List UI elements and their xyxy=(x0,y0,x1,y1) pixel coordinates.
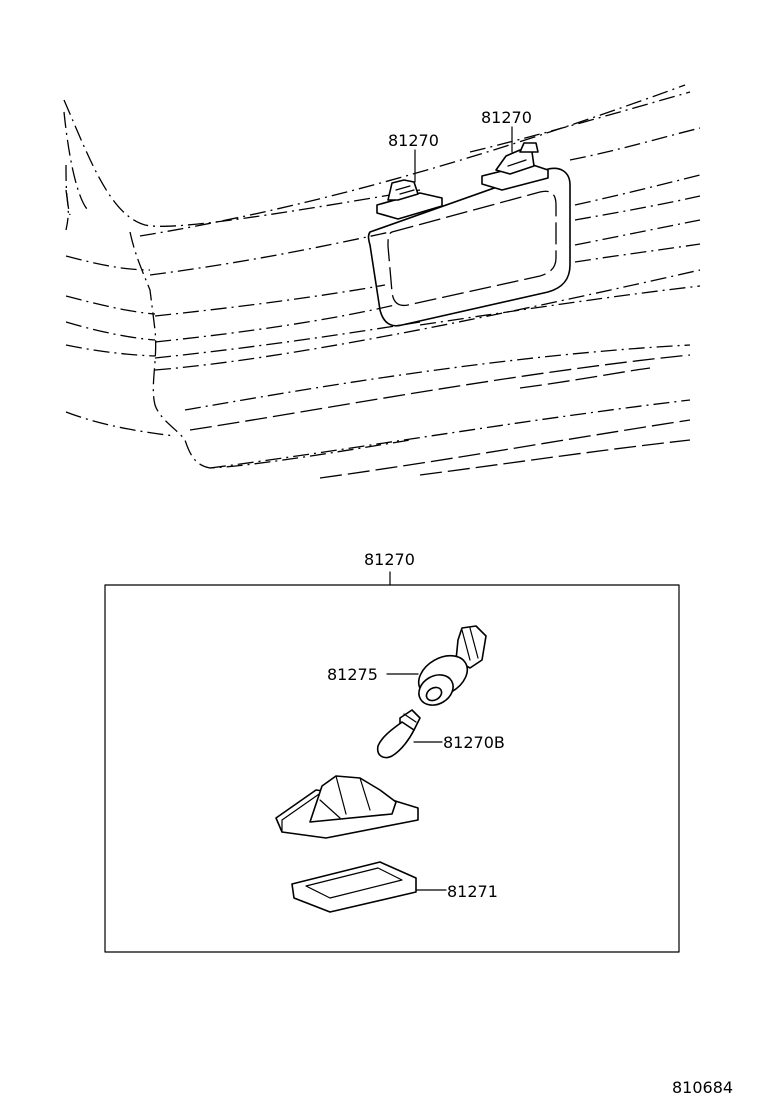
side-trim-line-2 xyxy=(65,295,156,315)
installed-lamp-left-base xyxy=(376,192,443,220)
installed-lamp-right-rib xyxy=(507,159,527,167)
body-side-line xyxy=(63,111,91,213)
lens-window xyxy=(305,867,403,899)
body-line-2b xyxy=(569,127,701,161)
bumper-corner-outline xyxy=(129,231,411,469)
body-line-8 xyxy=(154,304,396,343)
installed-lamp-right xyxy=(481,142,549,191)
socket-hole xyxy=(425,686,443,702)
installed-lamp-left-body xyxy=(387,179,419,201)
side-trim-line-3 xyxy=(65,321,156,341)
body-line-9 xyxy=(154,321,421,359)
body-line-10 xyxy=(154,269,701,371)
housing-dome xyxy=(309,775,397,823)
body-line-6 xyxy=(574,243,701,263)
side-trim-line xyxy=(65,255,151,271)
body-line-1 xyxy=(139,84,686,237)
installed-lamp-left xyxy=(376,179,443,220)
label-bulb: 81270B xyxy=(443,733,505,752)
lens-part xyxy=(291,861,417,913)
body-line-1b xyxy=(469,91,691,153)
body-edge-small xyxy=(65,164,71,216)
installed-lamp-right-socket xyxy=(519,142,539,153)
bumper-line-1 xyxy=(184,344,691,411)
bumper-line-5 xyxy=(419,439,691,476)
body-line-5 xyxy=(574,219,701,246)
callout-left: 81270 xyxy=(388,131,439,150)
body-line-4 xyxy=(574,195,701,221)
trunk-edge-line xyxy=(63,99,421,227)
callout-right: 81270 xyxy=(481,108,532,127)
assembly-label: 81270 xyxy=(364,550,415,569)
recess-outer xyxy=(367,167,571,327)
socket-stem-ribs xyxy=(461,627,479,661)
body-line-11 xyxy=(419,285,701,326)
assembly-frame xyxy=(104,584,680,953)
label-socket: 81275 xyxy=(327,665,378,684)
lower-side-line xyxy=(65,411,176,437)
vehicle-rear-outline xyxy=(63,84,701,479)
bumper-line-6 xyxy=(519,367,651,389)
body-line-7 xyxy=(154,284,386,317)
body-line-2 xyxy=(149,231,391,276)
bulb-part xyxy=(376,709,421,759)
bulb-glass xyxy=(376,721,415,759)
bulb-pin xyxy=(403,713,417,723)
lamp-housing-part xyxy=(275,775,419,839)
bumper-line-3 xyxy=(209,399,691,469)
figure-number: 810684 xyxy=(672,1078,733,1097)
license-plate-recess xyxy=(367,167,571,327)
label-lens: 81271 xyxy=(447,882,498,901)
socket-part xyxy=(417,625,487,706)
installed-lamp-left-ribs xyxy=(395,185,415,195)
body-line-3 xyxy=(574,174,701,206)
lens-frame xyxy=(291,861,417,913)
bumper-line-2 xyxy=(189,354,691,431)
bumper-line-4 xyxy=(319,419,691,479)
recess-inner xyxy=(387,190,557,307)
housing-edge xyxy=(281,791,323,833)
housing-ribs xyxy=(319,775,371,819)
side-trim-line-4 xyxy=(65,344,156,357)
